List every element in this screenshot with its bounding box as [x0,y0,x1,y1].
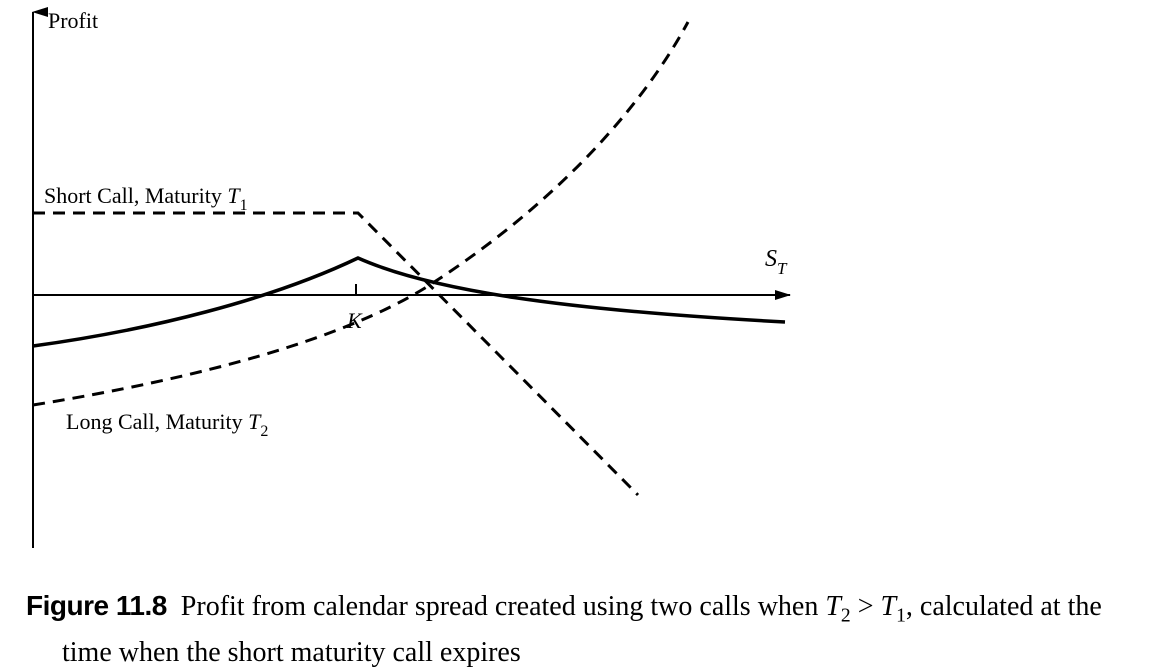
caption-t1: T [880,591,897,622]
caption-text-3: time when the short maturity call expire… [62,636,521,668]
long-call-curve [32,21,690,407]
long-call-label: Long Call, Maturity T2 [66,409,268,440]
caption-t1-sub: 1 [896,605,906,627]
spread-profit-curve [32,256,786,348]
caption-t2: T [825,591,841,622]
caption-t2-sub: 2 [840,605,851,627]
y-axis-label: Profit [48,8,98,33]
caption-text-1: Profit from calendar spread created usin… [180,591,826,622]
calendar-spread-diagram: Profit ST K Short Call, Maturity T1 Long… [32,7,791,548]
caption-text-2: , calculated at the [905,591,1102,622]
short-call-curve [33,211,640,497]
caption-gt: > [850,591,881,622]
short-call-label: Short Call, Maturity T1 [44,183,248,214]
strike-label: K [346,308,363,333]
x-axis-label: ST [765,246,788,278]
figure-caption: Figure 11.8 Profit from calendar spread … [26,588,1166,671]
figure-number: Figure 11.8 [26,590,167,621]
